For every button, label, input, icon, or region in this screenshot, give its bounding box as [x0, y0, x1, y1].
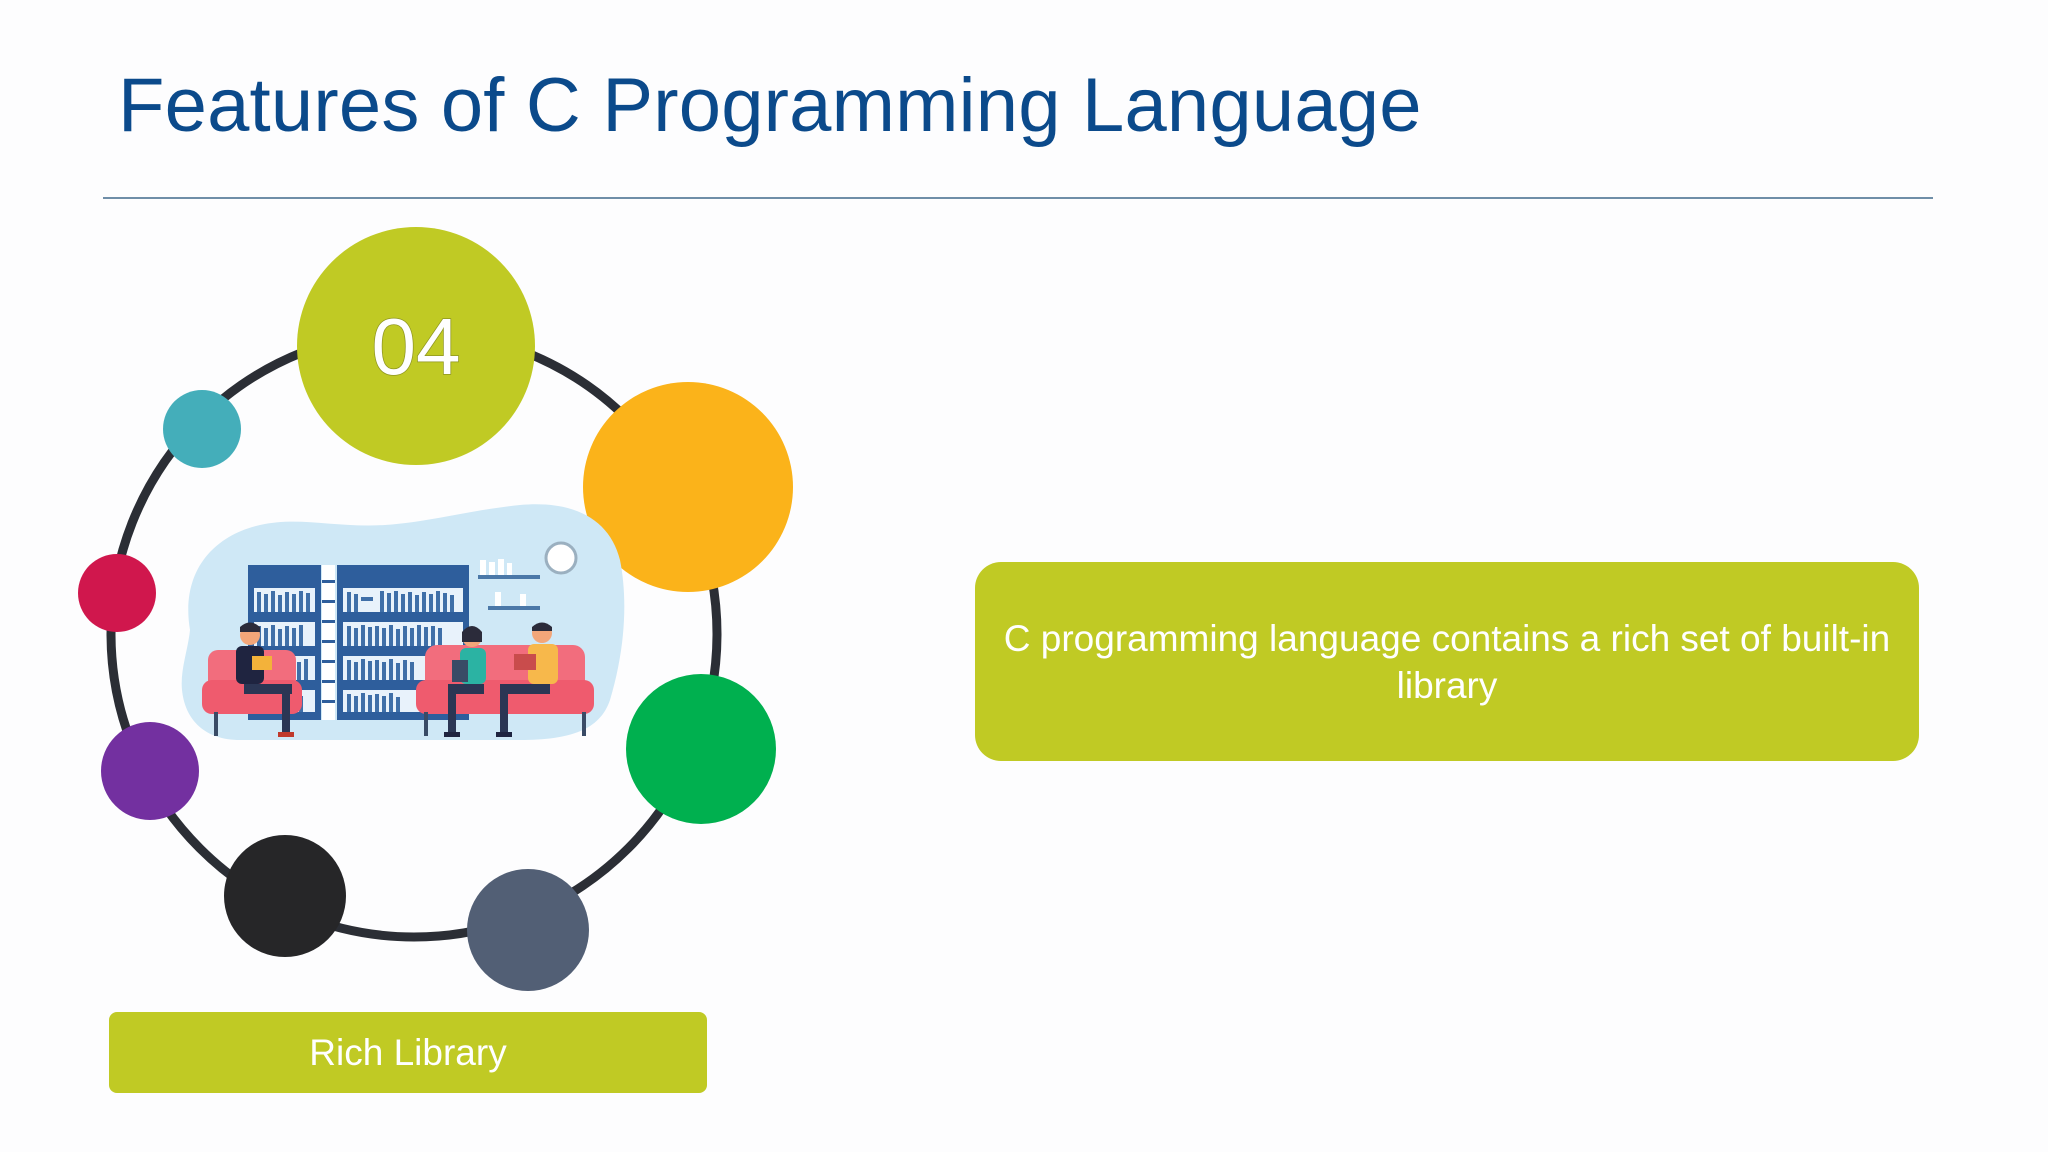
dot-green	[626, 674, 776, 824]
feature-wheel: 04	[78, 227, 793, 991]
dot-teal	[163, 390, 241, 468]
feature-label: Rich Library	[309, 1031, 507, 1073]
feature-description: C programming language contains a rich s…	[1003, 617, 1891, 706]
feature-description-box: C programming language contains a rich s…	[975, 562, 1919, 761]
feature-number: 04	[372, 302, 461, 391]
slide-title: Features of C Programming Language	[118, 63, 1422, 148]
feature-number-circle	[297, 227, 535, 465]
title-divider	[103, 197, 1933, 199]
dot-crimson	[78, 554, 156, 632]
dot-purple	[101, 722, 199, 820]
dot-orange	[583, 382, 793, 592]
feature-label-box: Rich Library	[109, 1012, 707, 1093]
dot-slate	[467, 869, 589, 991]
dot-black	[224, 835, 346, 957]
library-reading-illustration-icon	[181, 504, 625, 740]
